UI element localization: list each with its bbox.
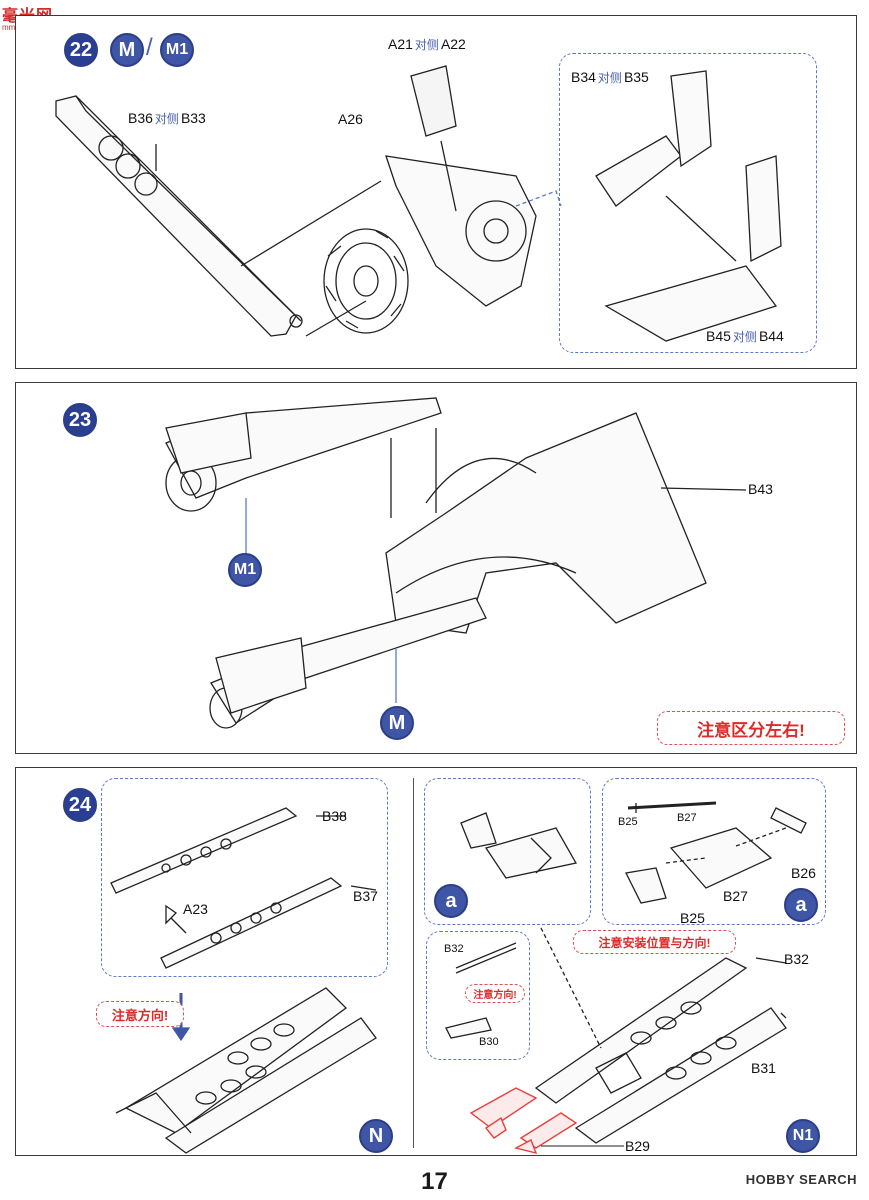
opposite-side-note: 对侧 (732, 330, 757, 344)
step-number-badge: 22 (64, 33, 98, 67)
direction-warning: 注意方向! (96, 1001, 184, 1027)
opposite-side-note: 对侧 (597, 71, 622, 85)
opposite-side-note: 对侧 (414, 38, 439, 52)
detail-box (101, 778, 388, 977)
part-a21: A21 (388, 36, 413, 52)
step-23-panel: 23 B43 M1 M 注意区分左右! (15, 382, 857, 754)
install-position-warning: 注意安装位置与方向! (573, 930, 736, 954)
part-b26: B26 (791, 865, 816, 881)
part-b27-small: B27 (677, 812, 697, 824)
variant-m1-badge: M1 (160, 33, 194, 67)
part-b32: B32 (784, 951, 809, 967)
page-number: 17 (421, 1168, 448, 1195)
part-b43: B43 (748, 481, 773, 497)
step-23-drawing (165, 397, 747, 729)
detail-box-a-right (602, 778, 826, 925)
part-b25-small: B25 (618, 816, 638, 828)
part-a23: A23 (183, 901, 208, 917)
part-a22: A22 (440, 36, 466, 52)
part-b25: B25 (680, 910, 705, 926)
part-b45: B45 (706, 328, 731, 344)
part-b38: B38 (322, 808, 347, 824)
part-b27: B27 (723, 888, 748, 904)
callout-a-badge: a (434, 884, 468, 918)
part-b37: B37 (353, 888, 378, 904)
step-number-badge: 24 (63, 788, 97, 822)
detail-box-b30 (426, 931, 530, 1060)
hobby-search-watermark: HOBBY SEARCH (745, 1172, 857, 1187)
part-b36: B36 (128, 110, 153, 126)
direction-warning-small: 注意方向! (465, 984, 525, 1003)
part-b35: B35 (623, 69, 649, 85)
part-b30: B30 (479, 1036, 499, 1048)
part-a26: A26 (338, 111, 363, 127)
part-b29: B29 (625, 1138, 650, 1154)
step-22-drawing (55, 65, 782, 342)
part-b44: B44 (758, 328, 784, 344)
step-24-panel: 24 B38 A23 B37 注意方向! N a B25 B27 B26 B27… (15, 767, 857, 1156)
detail-box (559, 53, 817, 353)
variant-n-badge: N (359, 1119, 393, 1153)
panel-divider (413, 778, 414, 1148)
variant-n1-badge: N1 (786, 1119, 820, 1153)
part-b33: B33 (180, 110, 206, 126)
left-right-warning: 注意区分左右! (657, 711, 845, 745)
part-b34: B34 (571, 69, 596, 85)
opposite-side-note: 对侧 (154, 112, 179, 126)
step-24-drawing (110, 801, 807, 1155)
variant-m-badge: M (110, 33, 144, 67)
variant-m-badge: M (380, 706, 414, 740)
part-b32-small: B32 (444, 943, 464, 955)
callout-a-badge: a (784, 888, 818, 922)
part-b31: B31 (751, 1060, 776, 1076)
variant-separator: / (146, 34, 153, 61)
detail-box-a-left (424, 778, 591, 925)
variant-m1-badge: M1 (228, 553, 262, 587)
step-number-badge: 23 (63, 403, 97, 437)
